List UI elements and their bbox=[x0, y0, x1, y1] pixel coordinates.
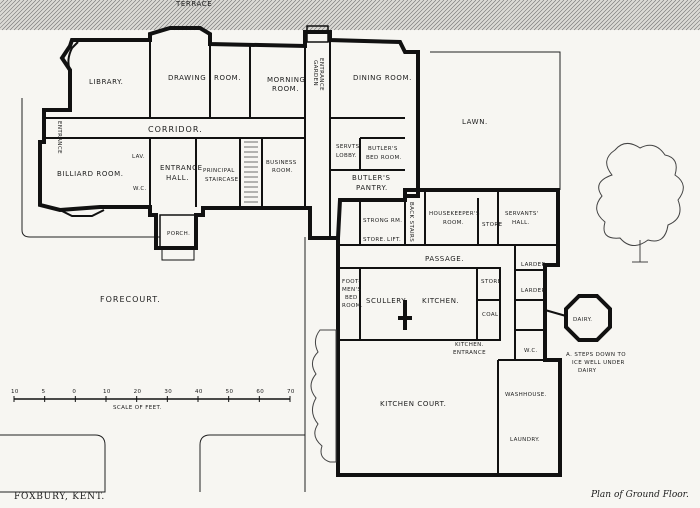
porch-label: PORCH. bbox=[167, 231, 190, 237]
store-label-1: STORE bbox=[482, 222, 503, 228]
housekeepers-1: HOUSEKEEPER'S bbox=[429, 211, 480, 217]
servants-hall-2: HALL. bbox=[512, 220, 530, 226]
scale-label: SCALE OF FEET. bbox=[113, 405, 162, 411]
service-wing-walls bbox=[336, 188, 562, 477]
terrace-band bbox=[0, 0, 700, 31]
room-morning: MORNING bbox=[267, 76, 306, 84]
side-entrance-label: ENTRANCE bbox=[56, 121, 62, 154]
butlers-bed-2: BED ROOM. bbox=[366, 155, 402, 161]
scale-tick-label: 0 bbox=[72, 389, 76, 395]
tree-right bbox=[596, 143, 684, 263]
main-block-walls bbox=[38, 25, 420, 261]
housekeepers-2: ROOM. bbox=[443, 220, 464, 226]
room-entrance-hall-1: ENTRANCE bbox=[160, 164, 203, 172]
room-coal: COAL. bbox=[482, 312, 501, 318]
room-kitchen: KITCHEN. bbox=[422, 297, 459, 305]
room-billiard: BILLIARD ROOM. bbox=[57, 170, 124, 178]
room-morning-room: ROOM. bbox=[272, 85, 299, 93]
scale-tick-label: 60 bbox=[256, 389, 264, 395]
kitchen-entrance-1: KITCHEN. bbox=[455, 342, 484, 348]
room-dining: DINING ROOM. bbox=[353, 74, 412, 82]
scale-tick-label: 10 bbox=[103, 389, 111, 395]
forecourt-boundary bbox=[21, 98, 160, 238]
store-small: STORE. bbox=[363, 237, 386, 243]
room-drawing-room: ROOM. bbox=[214, 74, 241, 82]
room-business-2: ROOM. bbox=[272, 168, 293, 174]
footmens-2: MEN'S bbox=[342, 287, 361, 293]
room-library: LIBRARY. bbox=[89, 78, 123, 86]
principal-staircase-2: STAIRCASE. bbox=[205, 177, 241, 183]
steps-note-2: ICE WELL UNDER bbox=[572, 360, 625, 366]
wc-service: W.C. bbox=[524, 348, 538, 354]
forecourt-label: FORECOURT. bbox=[100, 295, 161, 304]
footmens-3: BED bbox=[345, 295, 358, 301]
room-scullery: SCULLERY. bbox=[366, 297, 408, 305]
store-label-2: STORE bbox=[481, 279, 502, 285]
room-washhouse: WASHHOUSE. bbox=[505, 392, 547, 398]
forecourt-gate-left bbox=[0, 434, 106, 493]
forecourt-gate bbox=[199, 434, 305, 492]
lawn-label: LAWN. bbox=[462, 118, 488, 126]
butlers-bed-1: BUTLER'S bbox=[368, 146, 398, 152]
butlers-pantry-1: BUTLER'S bbox=[352, 174, 391, 182]
corridor-label: CORRIDOR. bbox=[148, 125, 203, 134]
room-laundry: LAUNDRY. bbox=[510, 437, 540, 443]
principal-staircase-1: PRINCIPAL bbox=[203, 168, 235, 174]
room-lav: LAV. bbox=[132, 154, 145, 160]
room-wc: W.C. bbox=[133, 186, 147, 192]
garden-label: GARDEN bbox=[312, 60, 318, 86]
passage-label: PASSAGE. bbox=[425, 255, 464, 263]
kitchen-entrance-2: ENTRANCE bbox=[453, 350, 486, 356]
lift-label: LIFT. bbox=[387, 237, 401, 243]
scale-tick-label: 10 bbox=[11, 389, 19, 395]
room-drawing: DRAWING bbox=[168, 74, 206, 82]
caption-location: FOXBURY, KENT. bbox=[14, 492, 105, 502]
garden-entrance-label: ENTRANCE bbox=[318, 58, 324, 91]
dairy-label: DAIRY. bbox=[573, 317, 592, 323]
scale-tick-label: 50 bbox=[226, 389, 234, 395]
scale-tick-label: 20 bbox=[134, 389, 142, 395]
back-stairs-label: BACK STAIRS bbox=[408, 202, 414, 242]
steps-note-3: DAIRY bbox=[578, 368, 597, 374]
servants-lobby-1: SERVTS bbox=[336, 144, 360, 150]
caption-title: Plan of Ground Floor. bbox=[590, 490, 689, 500]
servants-hall-1: SERVANTS' bbox=[505, 211, 539, 217]
scale-tick-label: 40 bbox=[195, 389, 203, 395]
lawn-boundary bbox=[430, 51, 561, 190]
tree-left bbox=[310, 329, 337, 463]
kitchen-court-label: KITCHEN COURT. bbox=[380, 400, 447, 408]
room-strong: STRONG RM. bbox=[363, 218, 402, 224]
scale-tick-label: 30 bbox=[164, 389, 172, 395]
room-business-1: BUSINESS bbox=[266, 160, 297, 166]
steps-note-1: A. STEPS DOWN TO bbox=[566, 352, 626, 358]
larder-1: LARDER. bbox=[521, 262, 548, 268]
scale-tick-label: 5 bbox=[42, 389, 46, 395]
scale-tick-label: 70 bbox=[287, 389, 295, 395]
larder-2: LARDER. bbox=[521, 288, 548, 294]
butlers-pantry-2: PANTRY. bbox=[356, 184, 388, 192]
footmens-1: FOOT- bbox=[342, 279, 361, 285]
servants-lobby-2: LOBBY. bbox=[336, 153, 357, 159]
terrace-label: TERRACE bbox=[175, 0, 212, 8]
footmens-4: ROOM. bbox=[342, 303, 363, 309]
room-entrance-hall-2: HALL. bbox=[166, 174, 189, 182]
